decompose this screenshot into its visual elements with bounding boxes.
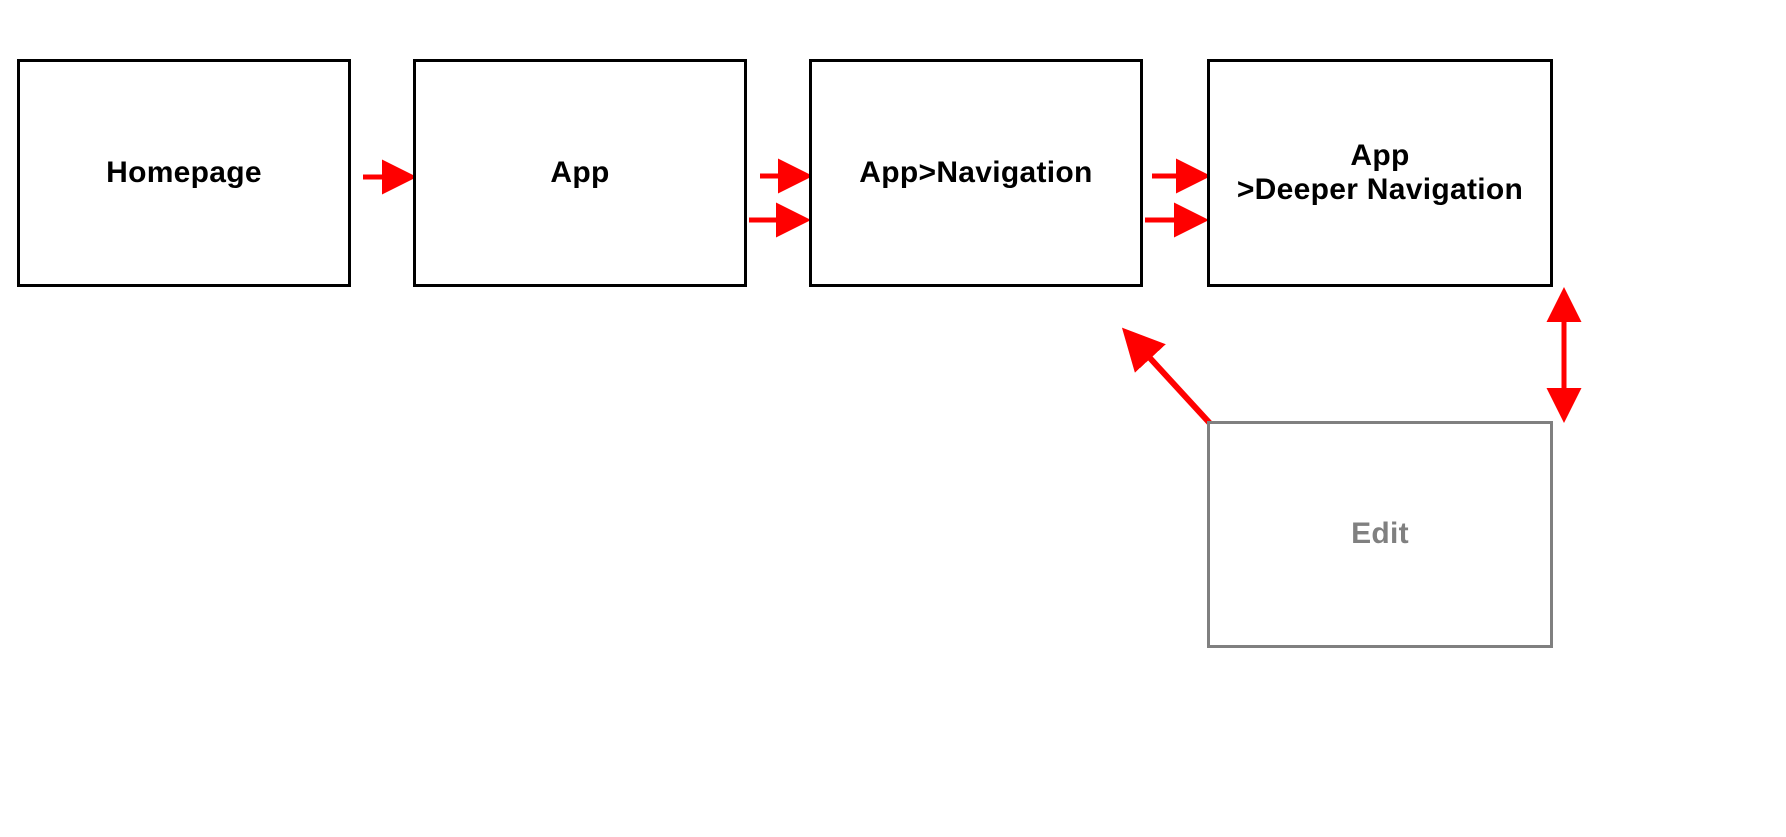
node-app-deeper-navigation-label: App >Deeper Navigation [1236, 138, 1524, 207]
node-homepage[interactable]: Homepage [17, 59, 351, 287]
node-app-navigation-label: App>Navigation [859, 155, 1093, 189]
node-app-deeper-navigation[interactable]: App >Deeper Navigation [1207, 59, 1553, 287]
node-homepage-label: Homepage [106, 155, 262, 189]
node-edit-label: Edit [1351, 517, 1409, 551]
node-app[interactable]: App [413, 59, 747, 287]
node-app-label: App [550, 155, 610, 189]
node-edit[interactable]: Edit [1207, 421, 1553, 648]
node-app-navigation[interactable]: App>Navigation [809, 59, 1143, 287]
